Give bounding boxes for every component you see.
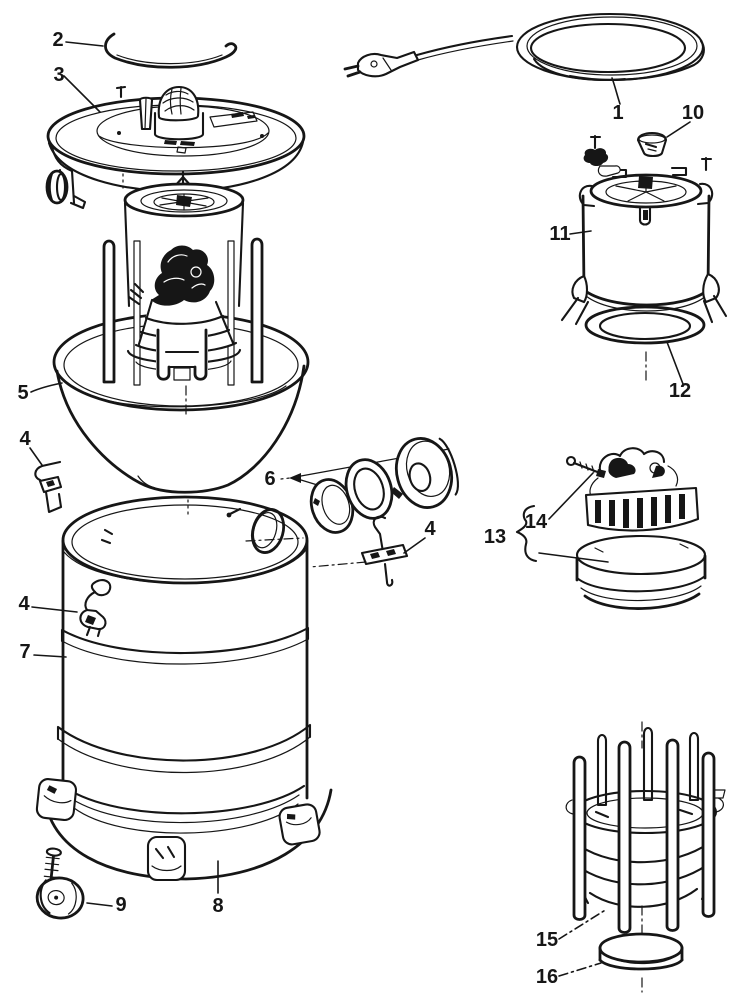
leader-1: [611, 77, 621, 105]
base-caster-socket: [146, 835, 187, 882]
leader-15: [558, 908, 608, 940]
leader-4b: [403, 537, 426, 554]
housing-foot: [702, 272, 720, 304]
leader-16: [558, 962, 602, 977]
housing-ear: [578, 184, 596, 208]
part-1-power-cord-drawing: [343, 12, 705, 82]
cage-post: [701, 751, 716, 918]
screw-icon: [700, 156, 713, 172]
part-14-screw-drawing: [565, 455, 606, 478]
part-12-gasket-drawing: [584, 305, 706, 385]
cord-coil: [515, 12, 705, 82]
base-caster-socket: [278, 803, 321, 846]
motor-core: [151, 245, 215, 306]
part-label-4: 4: [424, 518, 436, 540]
leader-14: [548, 472, 594, 520]
leader-10: [666, 121, 691, 138]
cage-post: [250, 237, 264, 384]
housing-ear: [696, 182, 714, 206]
part-label-4: 4: [19, 428, 31, 450]
part-4-latch-tank: [79, 579, 112, 638]
part-label-12: 12: [669, 380, 691, 402]
base-caster-socket: [35, 778, 78, 822]
part-label-6: 6: [264, 468, 275, 490]
part-label-4: 4: [18, 593, 30, 615]
leader-4a: [29, 447, 43, 466]
plug-prongs: [343, 64, 362, 78]
screw-icon: [589, 134, 602, 150]
cage-post: [688, 731, 700, 802]
leader-12: [666, 341, 684, 385]
part-label-11: 11: [549, 223, 570, 245]
leader-9: [86, 902, 113, 907]
part-label-5: 5: [17, 382, 28, 404]
part-label-1: 1: [612, 102, 623, 124]
part-7-tank-drawing: [56, 495, 312, 824]
leader-3: [63, 75, 101, 113]
tank-inlet-hole: [250, 508, 286, 554]
cage-post: [102, 239, 116, 384]
switch-grommet: [583, 148, 609, 166]
part-label-13: 13: [484, 526, 506, 548]
leader-4c: [31, 606, 78, 613]
part-label-3: 3: [53, 64, 64, 86]
part-label-15: 15: [536, 929, 558, 951]
part-9-caster-drawing: [35, 847, 85, 920]
part-label-14: 14: [525, 511, 548, 533]
cage-post: [572, 755, 587, 921]
part-16-disc-drawing: [598, 932, 684, 993]
part-label-7: 7: [19, 641, 30, 663]
part-8-base-drawing: [35, 778, 333, 882]
screw-icon: [115, 85, 127, 99]
leader-lines: [29, 41, 691, 977]
part-label-9: 9: [115, 894, 126, 916]
part-11-motor-housing-drawing: [560, 134, 728, 326]
part-10-cap-drawing: [636, 131, 668, 158]
part-label-8: 8: [212, 895, 223, 917]
part-4-latch-left: [34, 460, 63, 514]
cage-post: [642, 726, 654, 802]
leader-5: [30, 382, 63, 393]
caster-wheel: [35, 876, 85, 920]
cage-post: [617, 740, 632, 934]
motor-cage-assembly: [102, 175, 264, 415]
leader-7: [33, 654, 67, 658]
part-2-handle-drawing: [104, 32, 238, 69]
housing-foot: [571, 274, 589, 304]
part-label-10: 10: [682, 102, 704, 124]
part-6-wheels-drawing: [280, 437, 459, 534]
leader-13: [538, 552, 609, 563]
motor-fan-housing: [575, 534, 707, 576]
leader-11: [569, 230, 592, 235]
part-13-motor-drawing: [515, 447, 707, 610]
leader-2: [65, 41, 104, 47]
cage-post: [665, 738, 680, 932]
part-label-2: 2: [52, 29, 63, 51]
part-labels: 2 3 1 10 11 12 5 4 6 4 4 7 14 13 9 8 15 16: [17, 29, 704, 988]
bracket-brace: [515, 504, 538, 563]
part-4-latch-middle: [309, 515, 409, 587]
leader-arrow: [289, 473, 301, 483]
lid-dome: [157, 85, 200, 122]
plug: [356, 50, 420, 78]
cage-post: [596, 733, 608, 807]
part-label-16: 16: [536, 966, 558, 988]
screw-icon: [228, 507, 242, 516]
part-15-cage-drawing: [565, 721, 726, 935]
part-3-lid-drawing: [45, 85, 306, 210]
